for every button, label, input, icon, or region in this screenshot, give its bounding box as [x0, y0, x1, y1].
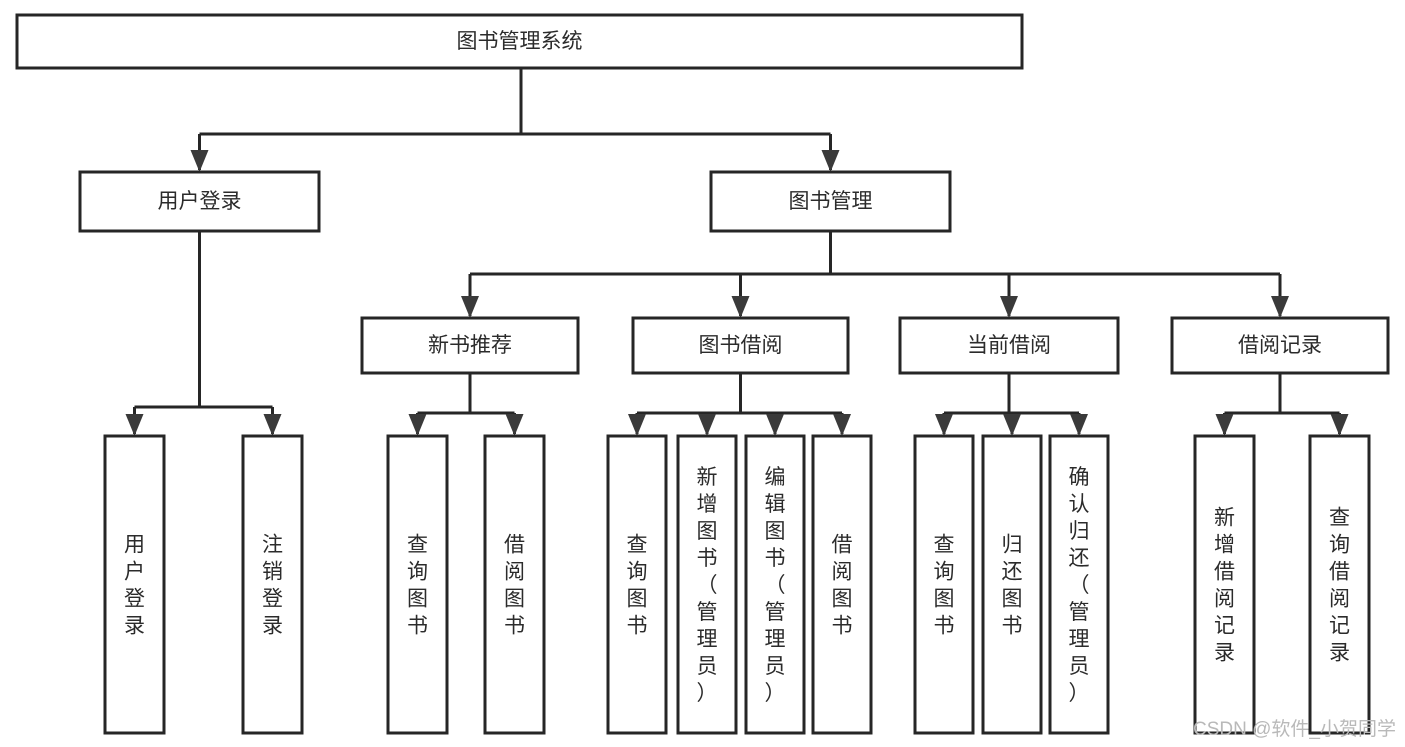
- leaf-box[interactable]: [913, 434, 975, 735]
- csdn-watermark: CSDN @软件_小贺同学: [1193, 718, 1396, 740]
- level2-node[interactable]: 图书管理: [709, 170, 952, 233]
- leaf-label: 查询图书: [627, 534, 648, 638]
- root-node[interactable]: 图书管理系统: [15, 13, 1024, 70]
- arrow-head-icon: [833, 414, 851, 436]
- leaf-label: 确认归还（管理员）: [1069, 466, 1090, 705]
- leaf-node[interactable]: 查询图书: [606, 434, 668, 735]
- arrow-head-icon: [263, 414, 282, 436]
- level2-box[interactable]: [78, 170, 321, 233]
- leaf-node[interactable]: 查询图书: [913, 434, 975, 735]
- leaf-box[interactable]: [1193, 434, 1256, 735]
- leaf-label: 新增图书（管理员）: [697, 466, 718, 705]
- leaf-box[interactable]: [744, 434, 806, 735]
- leaf-box[interactable]: [676, 434, 738, 735]
- leaf-node[interactable]: 用户登录: [103, 434, 166, 735]
- leaf-box[interactable]: [386, 434, 449, 735]
- leaf-label: 借阅图书: [832, 534, 853, 638]
- leaf-label: 用户登录: [124, 534, 145, 638]
- leaf-box[interactable]: [811, 434, 873, 735]
- nodes-layer: 图书管理系统用户登录图书管理新书推荐图书借阅当前借阅借阅记录用户登录注销登录查询…: [15, 13, 1390, 735]
- leaf-box[interactable]: [606, 434, 668, 735]
- leaf-label: 注销登录: [262, 534, 283, 638]
- level3-box[interactable]: [631, 316, 850, 375]
- leaf-label: 查询图书: [407, 534, 428, 638]
- arrow-head-icon: [698, 414, 716, 436]
- leaf-box[interactable]: [981, 434, 1043, 735]
- level3-node[interactable]: 借阅记录: [1170, 316, 1390, 375]
- leaf-node[interactable]: 新增借阅记录: [1193, 434, 1256, 735]
- leaf-node[interactable]: 查询图书: [386, 434, 449, 735]
- leaf-label: 归还图书: [1002, 534, 1023, 638]
- leaf-node[interactable]: 借阅图书: [483, 434, 546, 735]
- leaf-node[interactable]: 借阅图书: [811, 434, 873, 735]
- root-label: 图书管理系统: [457, 30, 583, 53]
- leaf-label: 查询借阅记录: [1329, 507, 1350, 665]
- leaf-node[interactable]: 归还图书: [981, 434, 1043, 735]
- root-box[interactable]: [15, 13, 1024, 70]
- level3-node[interactable]: 新书推荐: [360, 316, 580, 375]
- arrow-head-icon: [190, 150, 209, 172]
- arrow-head-icon: [505, 414, 524, 436]
- leaf-label: 编辑图书（管理员）: [765, 466, 786, 705]
- level3-box[interactable]: [360, 316, 580, 375]
- arrow-head-icon: [1003, 414, 1021, 436]
- leaf-node[interactable]: 新增图书（管理员）: [676, 434, 738, 735]
- leaf-box[interactable]: [1048, 434, 1110, 735]
- arrow-head-icon: [766, 414, 784, 436]
- leaf-label: 借阅图书: [504, 534, 525, 638]
- leaf-label: 查询图书: [934, 534, 955, 638]
- leaf-label: 新增借阅记录: [1214, 507, 1235, 665]
- arrow-head-icon: [461, 296, 479, 318]
- leaf-box[interactable]: [1308, 434, 1371, 735]
- arrow-head-icon: [125, 414, 144, 436]
- level3-label: 借阅记录: [1238, 334, 1322, 357]
- leaf-node[interactable]: 确认归还（管理员）: [1048, 434, 1110, 735]
- level3-box[interactable]: [1170, 316, 1390, 375]
- arrow-head-icon: [935, 414, 953, 436]
- leaf-box[interactable]: [483, 434, 546, 735]
- level3-label: 图书借阅: [699, 334, 783, 357]
- level3-label: 新书推荐: [428, 334, 512, 357]
- arrow-head-icon: [628, 414, 646, 436]
- leaf-node[interactable]: 查询借阅记录: [1308, 434, 1371, 735]
- level3-label: 当前借阅: [967, 334, 1051, 357]
- arrow-head-icon: [731, 296, 750, 318]
- level2-label: 图书管理: [789, 190, 873, 213]
- arrow-head-icon: [821, 150, 840, 172]
- level3-node[interactable]: 当前借阅: [898, 316, 1120, 375]
- arrow-head-icon: [1070, 414, 1088, 436]
- level3-node[interactable]: 图书借阅: [631, 316, 850, 375]
- connectors-layer: [125, 68, 1349, 436]
- arrow-head-icon: [408, 414, 427, 436]
- leaf-box[interactable]: [103, 434, 166, 735]
- level2-label: 用户登录: [158, 190, 242, 213]
- level2-node[interactable]: 用户登录: [78, 170, 321, 233]
- level3-box[interactable]: [898, 316, 1120, 375]
- level2-box[interactable]: [709, 170, 952, 233]
- leaf-node[interactable]: 编辑图书（管理员）: [744, 434, 806, 735]
- arrow-head-icon: [1330, 414, 1349, 436]
- leaf-node[interactable]: 注销登录: [241, 434, 304, 735]
- arrow-head-icon: [1215, 414, 1234, 436]
- arrow-head-icon: [1271, 296, 1289, 318]
- arrow-head-icon: [1000, 296, 1018, 318]
- leaf-box[interactable]: [241, 434, 304, 735]
